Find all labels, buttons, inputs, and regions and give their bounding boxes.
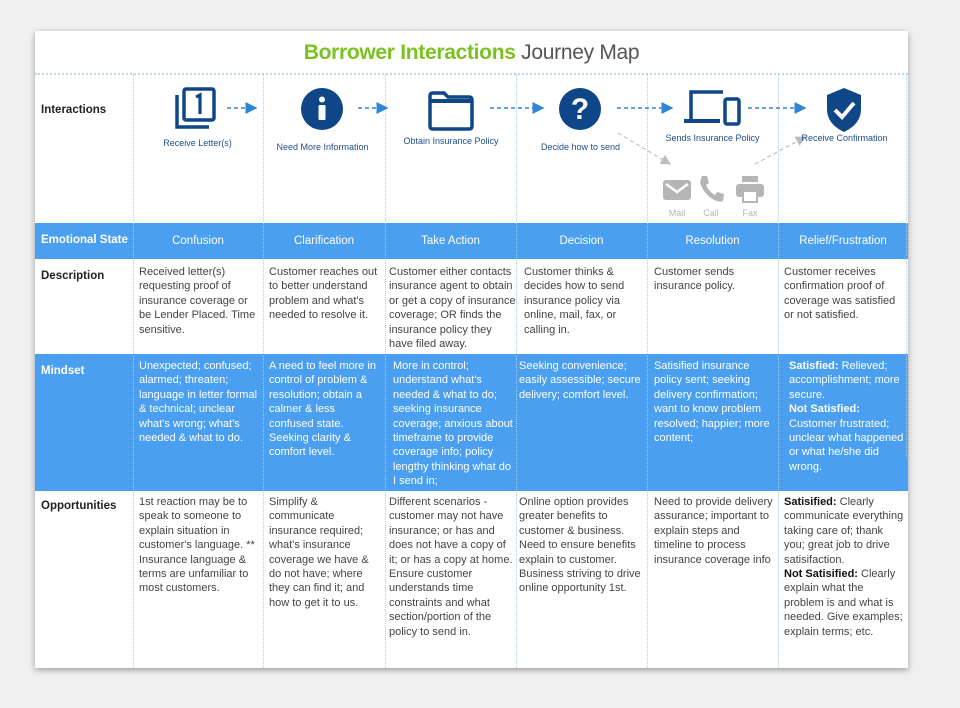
interaction-label: Decide how to send	[540, 142, 621, 152]
printer-icon	[736, 176, 764, 203]
column-divider	[906, 74, 907, 458]
column-divider	[516, 74, 517, 668]
opportunity-cell: 1st reaction may be to speak to someone …	[139, 496, 255, 595]
description-cell: Customer either contacts insurance agent…	[389, 266, 516, 351]
emotional-state: Decision	[559, 235, 604, 247]
emotional-state: Clarification	[293, 235, 355, 247]
opportunity-cell: Simplify & communicate insurance require…	[269, 496, 369, 609]
folder-icon	[428, 91, 474, 131]
mindset-cell: A need to feel more in control of proble…	[269, 360, 377, 459]
row-label-interactions: Interactions	[41, 104, 107, 116]
row-label-description: Description	[41, 270, 105, 282]
opportunity-cell: Satisified: Clearly communicate everythi…	[784, 495, 906, 639]
row-label-opportunities: Opportunities	[41, 500, 117, 512]
channel-label: Fax	[742, 208, 758, 218]
svg-text:?: ?	[571, 93, 589, 126]
description-cell: Customer sends insurance policy.	[654, 266, 736, 293]
column-divider	[385, 74, 386, 668]
column-divider	[778, 74, 779, 668]
question-circle-icon: ?	[559, 88, 601, 130]
mindset-cell: Unexpected; confused; alarmed; threaten;…	[139, 360, 258, 445]
emotional-state: Relief/Frustration	[799, 235, 887, 247]
satisfied-text: Clearly communicate everything taking ca…	[784, 496, 904, 566]
emotional-state: Resolution	[685, 235, 740, 247]
mindset-cell: Satisfied: Relieved; accomplishment; mor…	[789, 359, 907, 474]
not-satisfied-label: Not Satisified:	[784, 568, 858, 581]
interaction-label: Need More Information	[276, 142, 369, 152]
not-satisfied-label: Not Satisfied:	[789, 403, 860, 416]
title-highlight: Borrower Interactions	[303, 41, 516, 64]
journey-map: Borrower Interactions Journey Map Emotio…	[35, 31, 908, 668]
opportunity-cell: Online option provides greater benefits …	[519, 496, 641, 595]
column-divider	[133, 74, 134, 668]
title-divider	[35, 73, 908, 75]
phone-icon	[700, 176, 724, 202]
opportunity-cell: Different scenarios - customer may not h…	[389, 496, 513, 638]
column-divider	[647, 74, 648, 668]
description-cell: Customer receives confirmation proof of …	[784, 266, 896, 322]
mindset-band	[35, 354, 908, 491]
not-satisfied-text: Clearly explain what the problem is and …	[784, 568, 903, 638]
channel-arrow	[617, 132, 672, 165]
satisfied-text: Relieved; accomplishment; more secure.	[789, 360, 900, 401]
channel-label: Mail	[668, 208, 686, 218]
emotional-state: Confusion	[172, 235, 224, 247]
flow-arrows	[227, 102, 807, 165]
description-cell: Received letter(s) requesting proof of i…	[139, 266, 256, 336]
interaction-label: Obtain Insurance Policy	[403, 136, 499, 146]
interaction-label: Receive Confirmation	[801, 133, 888, 143]
page-title: Borrower Interactions Journey Map	[35, 41, 908, 65]
opportunity-cell: Need to provide delivery assurance; impo…	[654, 496, 773, 566]
not-satisfied-text: Customer frustrated; unclear what happen…	[789, 417, 904, 473]
mindset-cell: Seeking convenience; easily assessible; …	[519, 360, 641, 401]
mail-icon	[663, 180, 691, 200]
info-circle-icon	[301, 88, 343, 130]
channel-label: Call	[703, 208, 719, 218]
interaction-label: Receive Letter(s)	[163, 138, 232, 148]
mindset-cell: More in control; understand what's neede…	[393, 360, 513, 488]
row-label-mindset: Mindset	[41, 365, 85, 377]
satisfied-label: Satisfied:	[789, 360, 839, 372]
channel-arrow	[754, 136, 807, 165]
satisfied-label: Satisified:	[784, 496, 837, 508]
interaction-label: Sends Insurance Policy	[665, 133, 760, 143]
column-divider	[263, 74, 264, 668]
description-cell: Customer thinks & decides how to send in…	[524, 266, 625, 336]
emotional-state-band: Emotional State Confusion Clarification …	[35, 223, 908, 259]
row-label-emotional-state: Emotional State	[41, 234, 128, 246]
emotional-state: Take Action	[421, 235, 480, 247]
description-cell: Customer reaches out to better understan…	[269, 266, 378, 322]
shield-check-icon	[827, 88, 861, 132]
mindset-cell: Satisified insurance policy sent; seekin…	[654, 360, 770, 445]
devices-icon	[684, 90, 741, 126]
stacked-letters-icon	[175, 87, 216, 129]
title-rest: Journey Map	[521, 41, 640, 64]
